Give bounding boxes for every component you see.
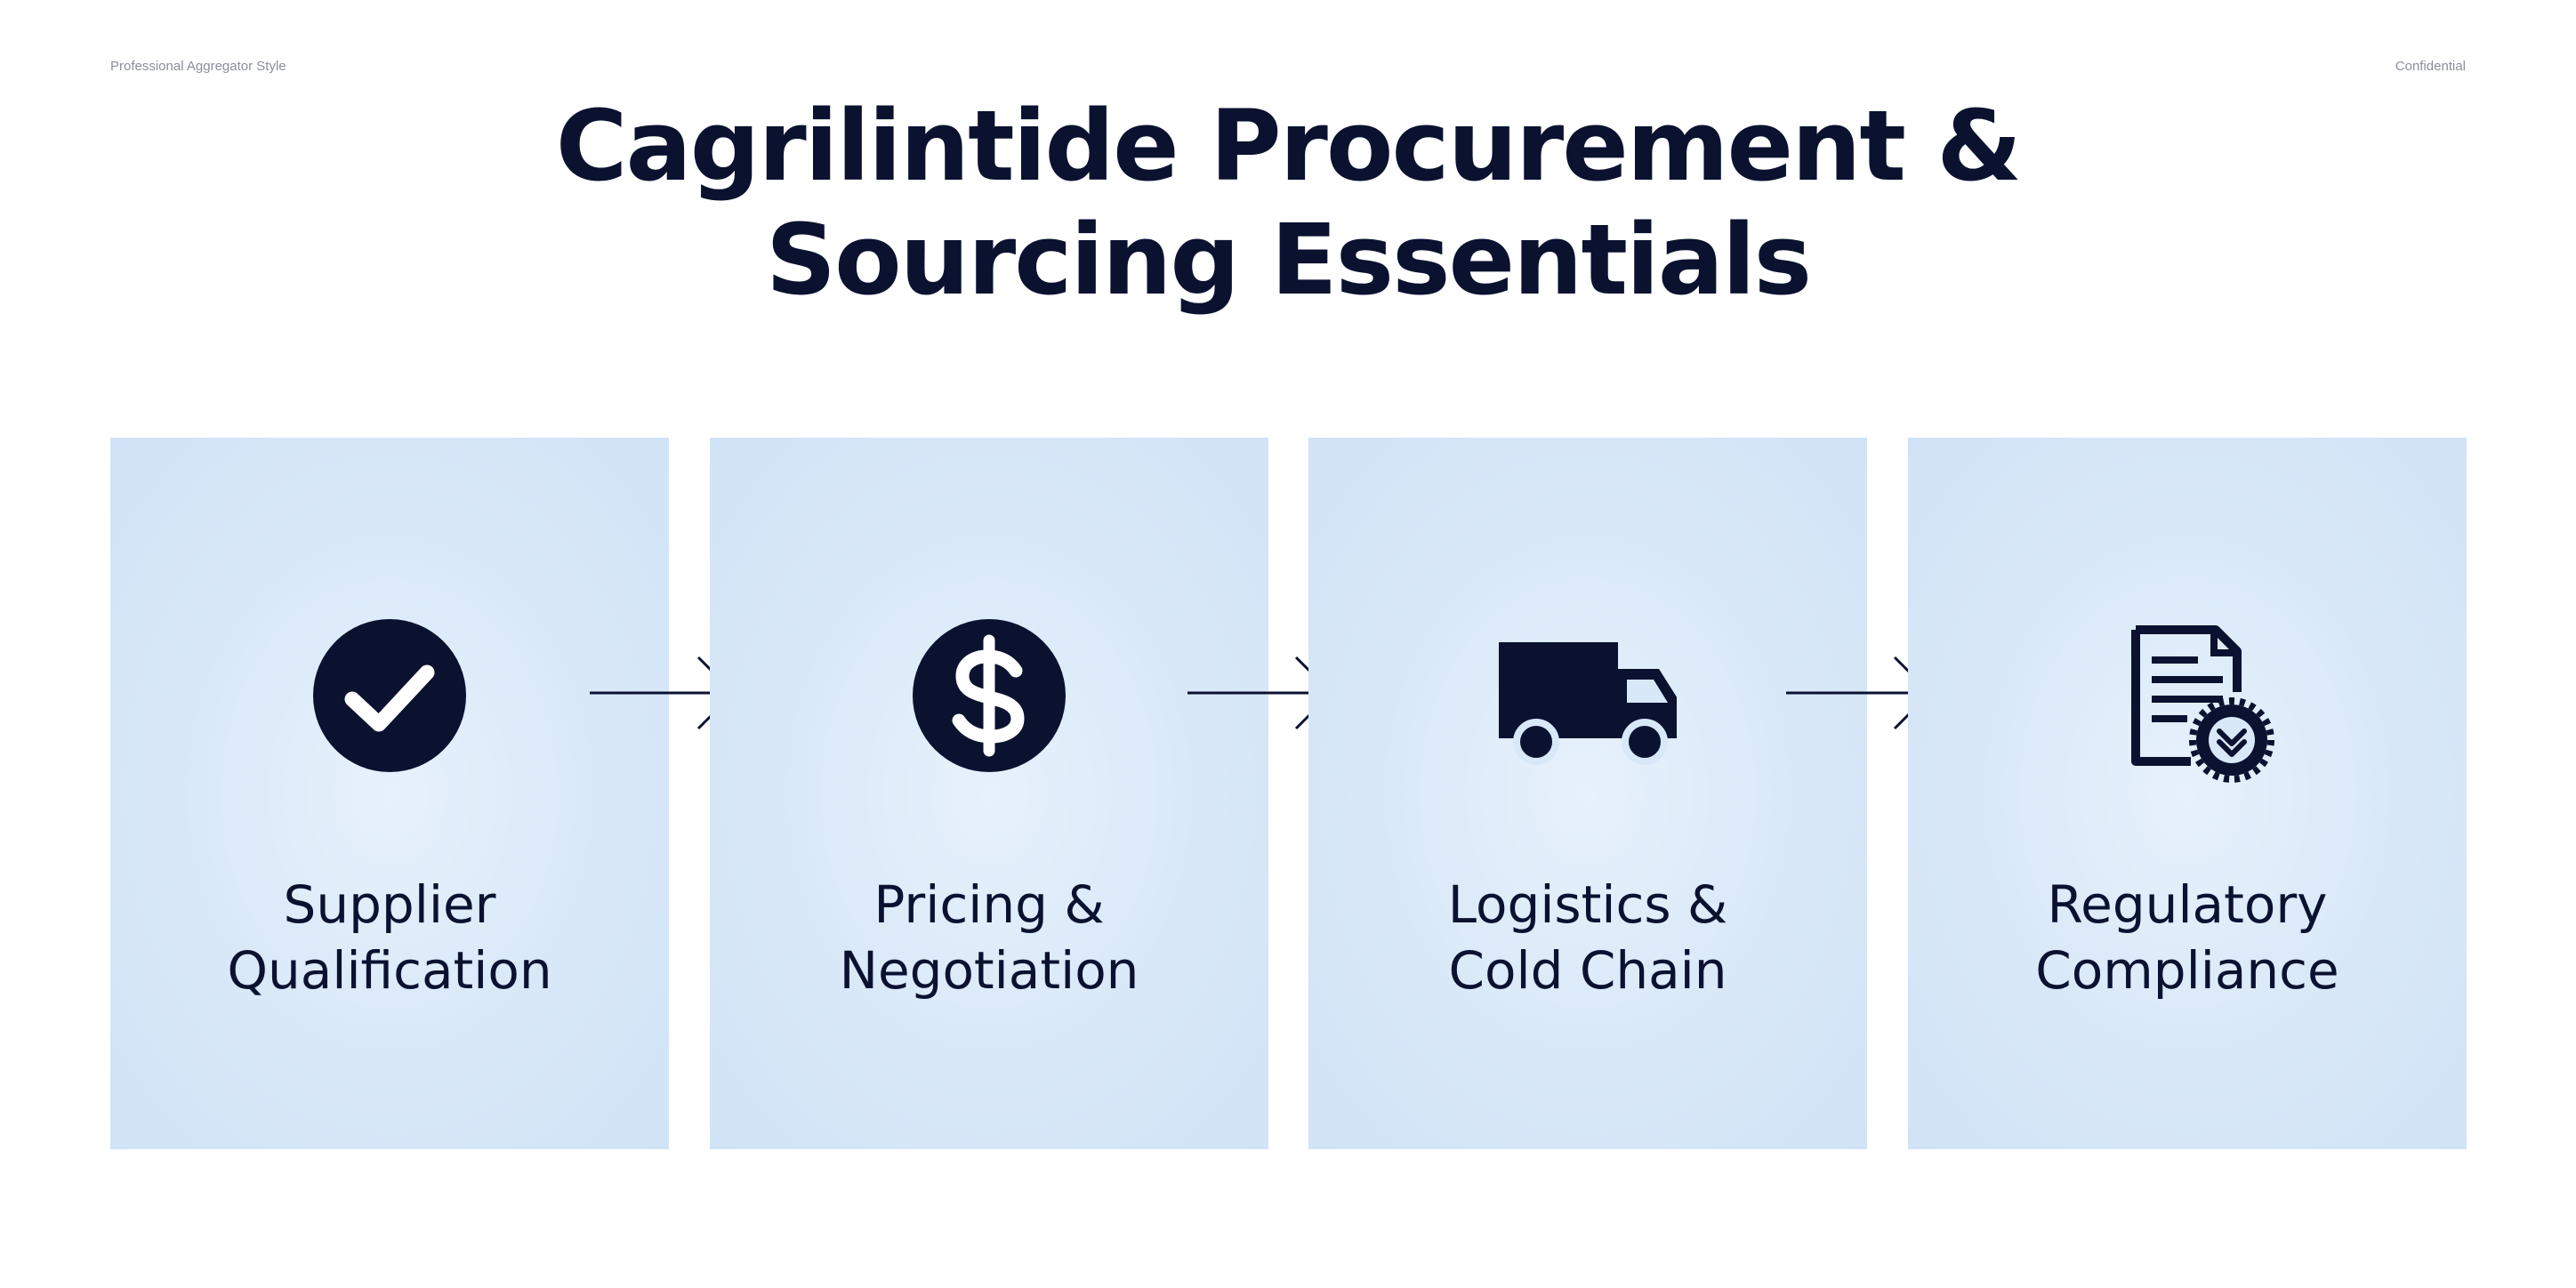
step-card-supplier-qualification: Supplier Qualification <box>110 438 669 1149</box>
step-label-line-2: Qualification <box>227 940 552 1001</box>
step-label-line-1: Supplier <box>283 874 496 935</box>
page-title: Cagrilintide Procurement & Sourcing Esse… <box>0 89 2576 317</box>
header-caption-right: Confidential <box>2395 59 2466 74</box>
step-label: Logistics & Cold Chain <box>1308 872 1867 1003</box>
header-caption-left: Professional Aggregator Style <box>110 59 286 74</box>
step-label-line-2: Compliance <box>2035 940 2339 1001</box>
step-label-line-1: Pricing & <box>873 874 1105 935</box>
step-label: Supplier Qualification <box>110 872 669 1003</box>
page-title-line-2: Sourcing Essentials <box>765 203 1812 317</box>
delivery-truck-icon <box>1499 607 1677 785</box>
step-label-line-2: Cold Chain <box>1448 940 1727 1001</box>
step-label-line-1: Regulatory <box>2047 874 2328 935</box>
step-label: Pricing & Negotiation <box>710 872 1268 1003</box>
page-title-line-1: Cagrilintide Procurement & <box>555 89 2022 203</box>
step-label-line-2: Negotiation <box>839 940 1139 1001</box>
step-label-line-1: Logistics & <box>1447 874 1728 935</box>
dollar-circle-icon <box>900 607 1078 785</box>
checkmark-circle-icon <box>301 607 479 785</box>
step-label: Regulatory Compliance <box>1908 872 2467 1003</box>
certified-document-icon <box>2098 607 2276 785</box>
step-card-regulatory-compliance: Regulatory Compliance <box>1908 438 2467 1149</box>
step-card-pricing-negotiation: Pricing & Negotiation <box>710 438 1268 1149</box>
step-card-logistics-cold-chain: Logistics & Cold Chain <box>1308 438 1867 1149</box>
